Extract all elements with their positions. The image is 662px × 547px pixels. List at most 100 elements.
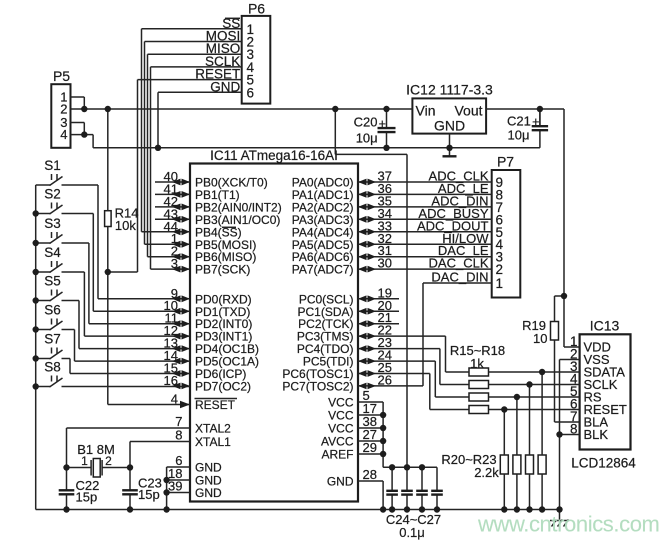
svg-text:Vin: Vin: [416, 103, 436, 119]
svg-text:35: 35: [378, 193, 392, 208]
svg-text:S2: S2: [44, 187, 61, 202]
svg-text:HI/LOW: HI/LOW: [442, 231, 489, 246]
svg-text:PD7(OC2): PD7(OC2): [195, 379, 251, 393]
svg-text:VCC: VCC: [328, 409, 354, 423]
svg-text:8: 8: [175, 428, 182, 443]
svg-text:27: 27: [363, 427, 377, 442]
svg-text:25: 25: [378, 360, 392, 375]
svg-text:IC13: IC13: [590, 318, 620, 334]
svg-text:11: 11: [165, 311, 179, 326]
svg-text:15p: 15p: [76, 490, 98, 505]
svg-text:PA3(ADC3): PA3(ADC3): [292, 213, 354, 227]
svg-text:XTAL2: XTAL2: [195, 422, 231, 436]
svg-text:PB2(AIN0/INT2): PB2(AIN0/INT2): [195, 200, 282, 214]
svg-text:10: 10: [164, 298, 178, 313]
svg-text:DAC_CLK: DAC_CLK: [429, 256, 489, 271]
svg-text:2: 2: [570, 347, 578, 362]
svg-text:9: 9: [496, 175, 504, 190]
svg-text:1: 1: [81, 454, 88, 468]
svg-text:PC2(TCK): PC2(TCK): [298, 317, 353, 331]
svg-text:18: 18: [168, 466, 182, 481]
svg-text:4: 4: [60, 127, 67, 142]
svg-text:4: 4: [171, 392, 178, 407]
svg-text:PD3(INT1): PD3(INT1): [195, 330, 252, 344]
svg-text:12: 12: [164, 323, 178, 338]
svg-text:PD0(RXD): PD0(RXD): [195, 292, 252, 306]
svg-text:4: 4: [247, 60, 255, 75]
svg-text:20: 20: [378, 298, 392, 313]
svg-text:14: 14: [164, 348, 178, 363]
svg-text:ADC_BUSY: ADC_BUSY: [418, 206, 488, 221]
svg-text:PA0(ADC0): PA0(ADC0): [292, 176, 354, 190]
svg-text:30: 30: [378, 256, 392, 271]
svg-text:RESET: RESET: [195, 398, 236, 412]
svg-text:C23: C23: [138, 476, 162, 491]
svg-text:PA5(ADC5): PA5(ADC5): [292, 238, 354, 252]
svg-text:13: 13: [164, 336, 178, 351]
svg-text:39: 39: [168, 479, 182, 494]
svg-text:6: 6: [496, 212, 504, 227]
svg-text:40: 40: [164, 169, 178, 184]
svg-text:DAC_LE: DAC_LE: [438, 243, 489, 258]
svg-text:S6: S6: [44, 303, 61, 318]
svg-text:2: 2: [60, 102, 67, 117]
svg-text:29: 29: [363, 440, 377, 455]
svg-text:S1: S1: [44, 158, 61, 173]
svg-text:2.2k: 2.2k: [474, 465, 499, 480]
svg-text:PC5(TDI): PC5(TDI): [303, 355, 354, 369]
svg-text:AREF: AREF: [321, 448, 353, 462]
svg-text:26: 26: [378, 372, 392, 387]
svg-text:C21: C21: [507, 114, 531, 129]
svg-text:S8: S8: [44, 360, 61, 375]
svg-text:5: 5: [570, 384, 578, 399]
svg-text:PB3(AIN1/OC0): PB3(AIN1/OC0): [195, 213, 280, 227]
svg-text:BLK: BLK: [584, 427, 609, 442]
svg-text:23: 23: [378, 335, 392, 350]
svg-text:1: 1: [247, 22, 255, 37]
svg-text:ADC_DOUT: ADC_DOUT: [417, 218, 489, 233]
svg-text:1: 1: [570, 334, 578, 349]
svg-text:S5: S5: [44, 274, 61, 289]
svg-text:SCLK: SCLK: [584, 377, 618, 392]
svg-text:C24~C27: C24~C27: [386, 512, 441, 527]
svg-text:R19: R19: [522, 318, 546, 333]
svg-text:VCC: VCC: [328, 396, 354, 410]
svg-text:7: 7: [496, 200, 504, 215]
svg-text:PC0(SCL): PC0(SCL): [299, 292, 354, 306]
svg-text:P6: P6: [248, 1, 265, 17]
svg-text:PB1(T1): PB1(T1): [195, 188, 240, 202]
svg-text:R20~R23: R20~R23: [441, 452, 496, 467]
svg-text:PB4(SS): PB4(SS): [195, 225, 242, 239]
svg-text:S4: S4: [44, 245, 61, 260]
svg-text:16: 16: [164, 373, 178, 388]
svg-text:3: 3: [171, 256, 178, 271]
svg-text:0.1μ: 0.1μ: [399, 525, 425, 540]
svg-text:GND: GND: [327, 475, 354, 489]
svg-text:RS: RS: [584, 390, 602, 405]
svg-text:PD1(TXD): PD1(TXD): [195, 305, 250, 319]
svg-text:10μ: 10μ: [356, 131, 378, 146]
svg-text:PD4(OC1B): PD4(OC1B): [195, 342, 259, 356]
svg-text:MISO: MISO: [206, 41, 241, 56]
svg-text:IC11 ATmega16-16AI: IC11 ATmega16-16AI: [210, 148, 338, 163]
svg-text:8: 8: [496, 187, 504, 202]
svg-text:3: 3: [496, 250, 504, 265]
svg-text:1: 1: [171, 231, 178, 246]
svg-text:6: 6: [247, 85, 255, 100]
svg-text:PA2(ADC2): PA2(ADC2): [292, 200, 354, 214]
svg-text:2: 2: [171, 244, 178, 259]
svg-text:S3: S3: [44, 216, 61, 231]
svg-text:7: 7: [570, 409, 578, 424]
svg-text:PA7(ADC7): PA7(ADC7): [292, 263, 354, 277]
svg-text:1: 1: [496, 276, 504, 291]
svg-text:17: 17: [363, 401, 377, 416]
svg-text:33: 33: [378, 218, 392, 233]
svg-text:42: 42: [164, 194, 178, 209]
svg-text:PB0(XCK/T0): PB0(XCK/T0): [195, 176, 268, 190]
svg-text:PC3(TMS): PC3(TMS): [297, 330, 354, 344]
svg-text:ADC_DIN: ADC_DIN: [431, 193, 488, 208]
svg-text:32: 32: [378, 231, 392, 246]
svg-text:GND: GND: [195, 474, 222, 488]
svg-text:DAC_DIN: DAC_DIN: [431, 270, 488, 285]
svg-text:SCLK: SCLK: [205, 54, 240, 69]
